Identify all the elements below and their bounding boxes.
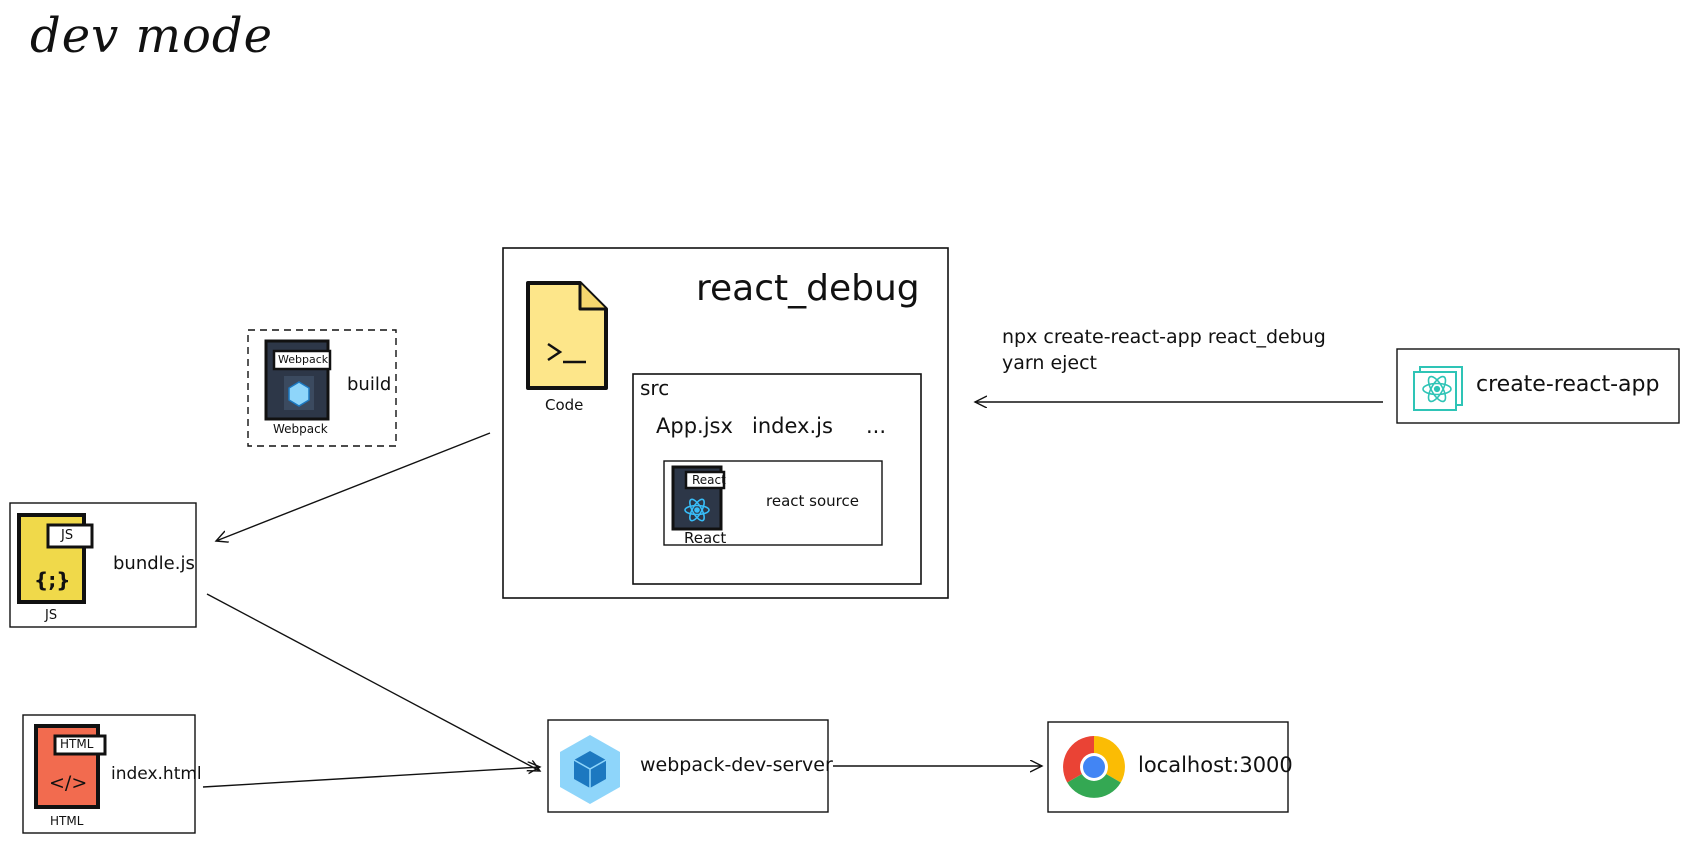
- js-file-icon: [17, 513, 94, 604]
- src-box[interactable]: [632, 373, 922, 585]
- code-file-icon: [526, 281, 608, 390]
- bundle-js-label: bundle.js: [113, 553, 195, 574]
- js-icon-glyph: {;}: [34, 568, 71, 592]
- html-icon-glyph: </>: [49, 772, 88, 794]
- cra-command-line1: npx create-react-app react_debug: [1002, 326, 1326, 348]
- html-file-icon: [34, 724, 107, 809]
- dev-server-label: webpack-dev-server: [640, 754, 833, 776]
- html-icon-label: HTML: [50, 814, 84, 828]
- dev-server-box[interactable]: [547, 719, 829, 813]
- react-source-label: react source: [766, 492, 859, 510]
- cra-label: create-react-app: [1476, 372, 1660, 397]
- file-more[interactable]: ...: [866, 414, 887, 438]
- webpack-icon-label: Webpack: [273, 422, 328, 436]
- browser-box[interactable]: [1047, 721, 1289, 813]
- webpack-icon-tag: Webpack: [278, 353, 329, 366]
- webpack-icon: [264, 339, 332, 421]
- html-icon-tag: HTML: [60, 737, 94, 751]
- react-debug-box[interactable]: [502, 247, 949, 599]
- arrow-react-debug-to-bundle: [216, 432, 491, 541]
- react-icon: [671, 465, 726, 531]
- page-title: dev mode: [30, 8, 274, 64]
- react-source-box[interactable]: [663, 460, 883, 546]
- build-group-box[interactable]: [247, 329, 397, 447]
- index-html-label: index.html: [111, 764, 202, 784]
- arrow-index-to-dev-server: [202, 767, 540, 788]
- build-label: build: [347, 374, 392, 395]
- cra-box[interactable]: [1396, 348, 1680, 424]
- chrome-icon: [1063, 736, 1125, 798]
- src-label: src: [640, 376, 670, 400]
- arrow-bundle-to-dev-server: [206, 593, 540, 771]
- cra-icon: [1413, 366, 1463, 411]
- code-icon-label: Code: [545, 396, 584, 414]
- file-index-js[interactable]: index.js: [752, 414, 833, 438]
- js-icon-tag: JS: [61, 528, 74, 543]
- react-debug-title: react_debug: [696, 268, 920, 309]
- index-html-box[interactable]: [22, 714, 196, 834]
- browser-label: localhost:3000: [1138, 753, 1293, 777]
- cra-command-line2: yarn eject: [1002, 352, 1097, 374]
- file-app-jsx[interactable]: App.jsx: [656, 414, 733, 438]
- webpack-cube-icon: [560, 735, 620, 804]
- bundle-js-box[interactable]: [9, 502, 197, 628]
- js-icon-label: JS: [45, 608, 58, 623]
- react-icon-label: React: [684, 529, 727, 547]
- react-icon-tag: React: [692, 473, 726, 487]
